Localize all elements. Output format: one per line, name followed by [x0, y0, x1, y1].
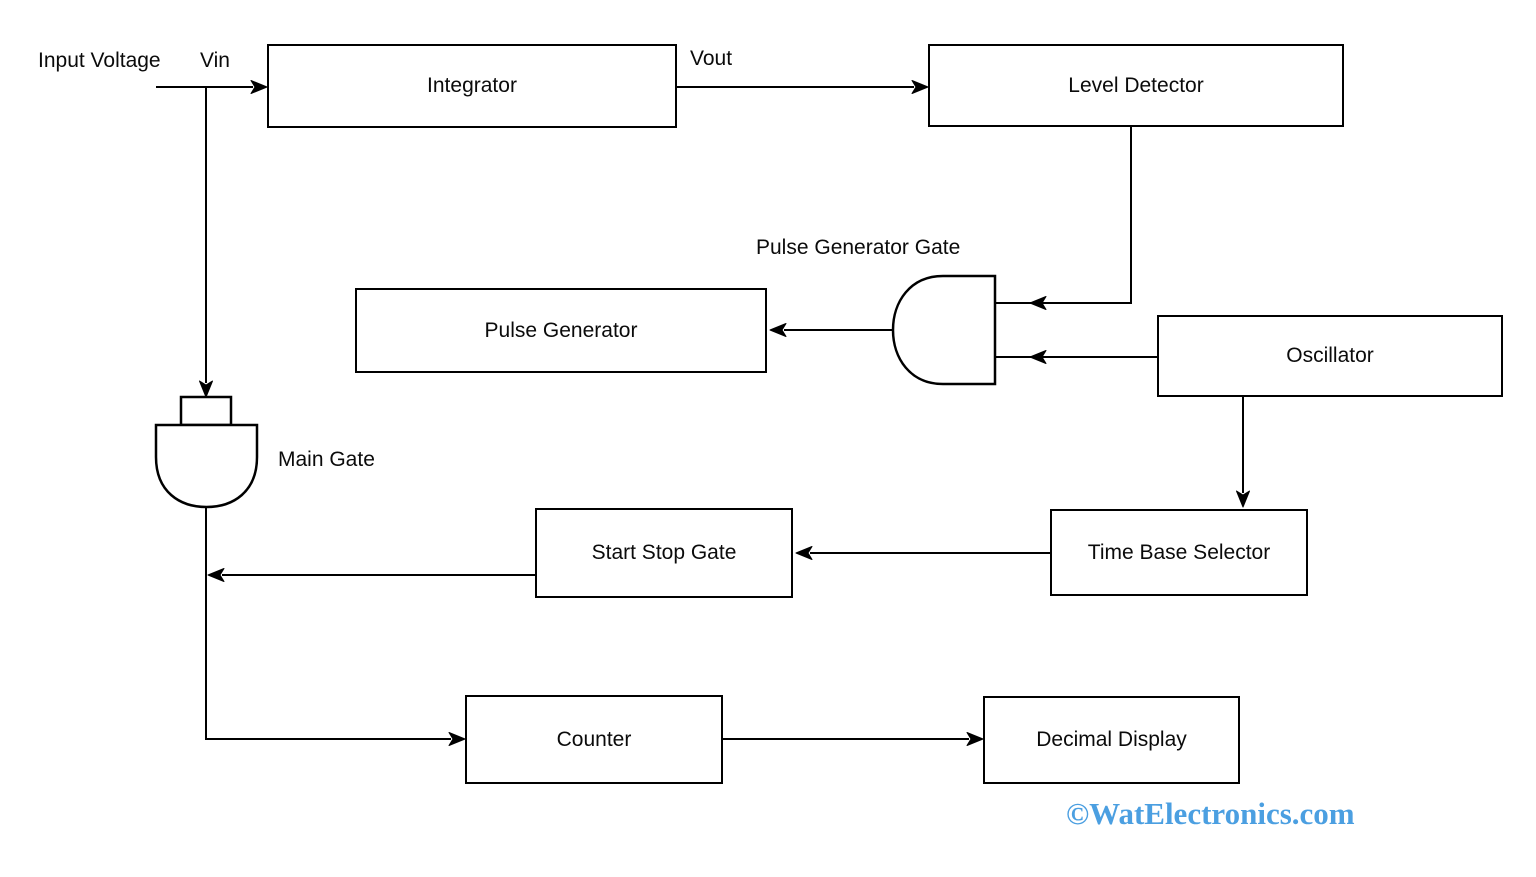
arrow-into-main-gate-output-line: [207, 568, 225, 582]
main-gate-shape: [154, 423, 259, 509]
counter-block: Counter: [465, 695, 723, 784]
pulse-generator-block: Pulse Generator: [355, 288, 767, 373]
start-stop-gate-block: Start Stop Gate: [535, 508, 793, 598]
arrow-into-integrator: [250, 80, 268, 94]
wire-level-detector-to-pulse-generator-gate: [1044, 127, 1132, 304]
arrow-into-pulse-generator: [769, 323, 787, 337]
level-detector-block: Level Detector: [928, 44, 1344, 127]
counter-label: Counter: [556, 727, 632, 751]
decimal-display-block: Decimal Display: [983, 696, 1240, 784]
integrator-block: Integrator: [267, 44, 677, 128]
watermark-text: ©WatElectronics.com: [1066, 796, 1355, 831]
pulse-generator-gate-label: Pulse Generator Gate: [756, 236, 961, 259]
vin-label: Vin: [200, 49, 230, 72]
arrow-into-gate-bottom-input: [1029, 350, 1047, 364]
wire-main-gate-to-counter: [205, 507, 451, 740]
main-gate-input-stub: [179, 395, 233, 427]
integrator-label: Integrator: [427, 74, 517, 98]
decimal-display-label: Decimal Display: [1036, 728, 1187, 752]
arrow-into-main-gate: [199, 380, 213, 398]
arrow-into-start-stop-gate: [795, 546, 813, 560]
oscillator-block: Oscillator: [1157, 315, 1503, 397]
arrow-into-decimal-display: [966, 732, 984, 746]
time-base-selector-label: Time Base Selector: [1087, 540, 1271, 564]
pulse-generator-gate-shape: [891, 274, 997, 386]
arrow-into-counter: [448, 732, 466, 746]
input-voltage-label: Input Voltage: [38, 49, 161, 72]
arrow-into-level-detector: [911, 80, 929, 94]
main-gate-label: Main Gate: [278, 448, 375, 471]
start-stop-gate-label: Start Stop Gate: [591, 541, 737, 565]
oscillator-label: Oscillator: [1286, 344, 1374, 368]
arrow-into-time-base-selector: [1236, 490, 1250, 508]
level-detector-label: Level Detector: [1068, 73, 1204, 97]
arrow-into-gate-top-input: [1029, 296, 1047, 310]
pulse-generator-label: Pulse Generator: [484, 318, 638, 342]
vout-label: Vout: [690, 47, 733, 70]
time-base-selector-block: Time Base Selector: [1050, 509, 1308, 596]
